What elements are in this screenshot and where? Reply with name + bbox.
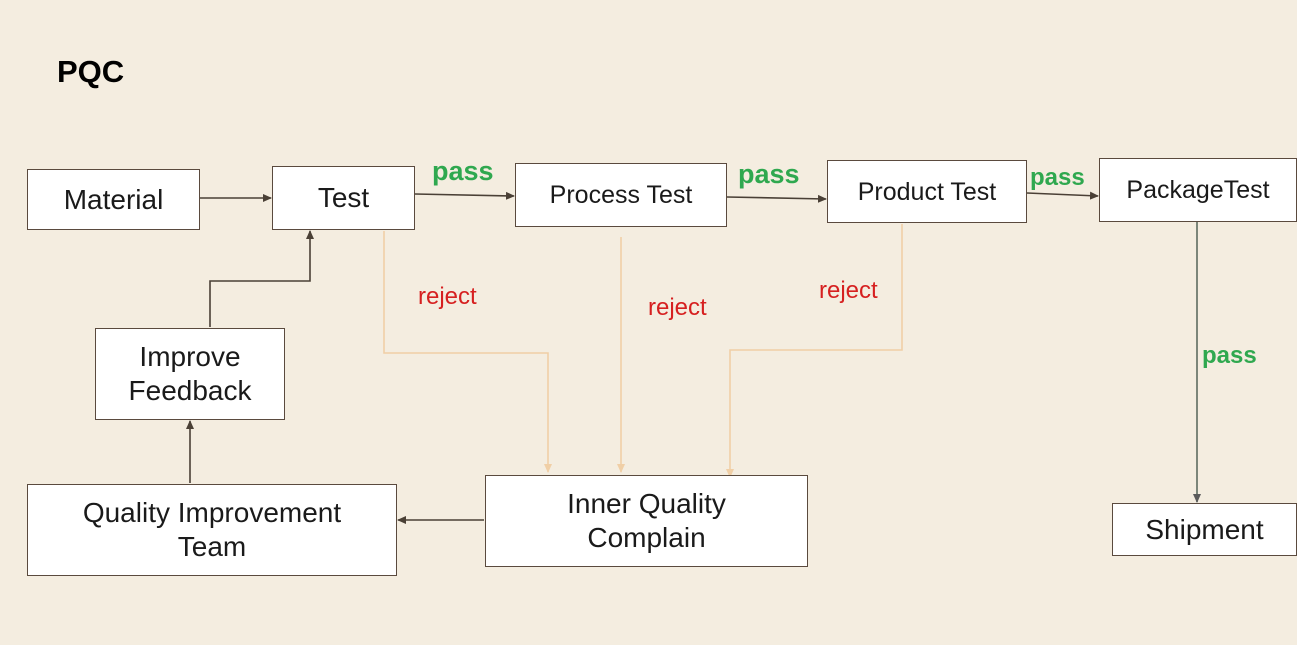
label-reject-product-test: reject [819,277,878,304]
arrow-product-test-to-package-test [1026,191,1099,200]
node-product-test: Product Test [827,160,1027,223]
node-quality-improvement-team-line1: Quality Improvement [82,497,342,529]
node-process-test-label: Process Test [549,181,693,209]
node-shipment: Shipment [1112,503,1297,556]
label-pass-package-to-shipment: pass [1202,342,1257,369]
node-product-test-label: Product Test [857,177,997,206]
arrow-test-reject [383,231,552,473]
label-reject-process-test: reject [648,294,707,321]
arrow-test-to-process-test [414,191,515,200]
node-material-label: Material [63,183,164,215]
node-shipment-label: Shipment [1145,513,1264,545]
label-pass-test-to-process: pass [432,156,494,186]
label-reject-test: reject [418,283,477,310]
page-title: PQC [57,54,125,89]
node-improve-feedback-line2: Feedback [128,375,252,406]
node-test: Test [272,166,415,230]
node-improve-feedback-line1: Improve [139,341,241,373]
node-package-test-label: PackageTest [1126,176,1270,204]
label-pass-product-to-package: pass [1030,164,1085,191]
arrow-product-test-reject [726,224,903,478]
arrow-process-test-to-product-test [726,194,827,203]
arrow-feedback-to-test [209,230,314,327]
node-inner-quality-complain-line1: Inner Quality [567,488,726,520]
node-inner-quality-complain: Inner Quality Complain [485,475,808,567]
label-pass-process-to-product: pass [738,159,800,189]
node-inner-quality-complain-line2: Complain [587,522,706,553]
node-material: Material [27,169,200,230]
node-package-test: PackageTest [1099,158,1297,222]
node-process-test: Process Test [515,163,727,227]
node-improve-feedback: Improve Feedback [95,328,285,420]
node-quality-improvement-team-line2: Team [177,531,247,562]
node-test-label: Test [317,182,370,214]
node-quality-improvement-team: Quality Improvement Team [27,484,397,576]
